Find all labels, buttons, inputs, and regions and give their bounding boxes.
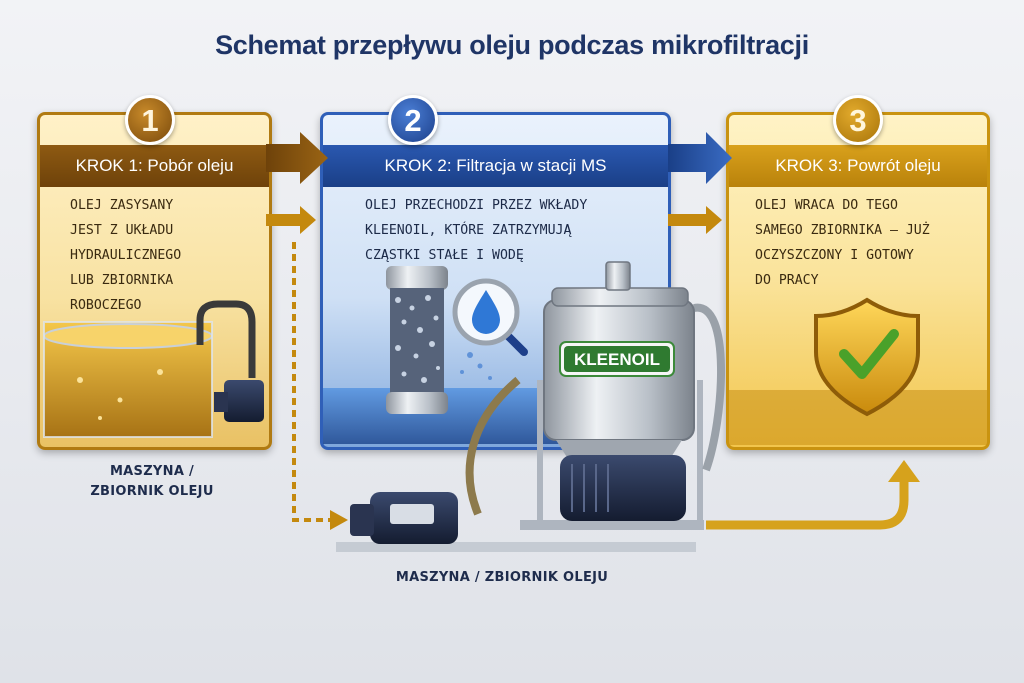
- step-1-panel: KROK 1: Pobór oleju OLEJ ZASYSANY JEST Z…: [37, 112, 272, 450]
- arrow-right-icon: [668, 132, 732, 184]
- shield-check-icon: [814, 297, 920, 417]
- water-drop-icon: [472, 290, 500, 334]
- step-1-badge: 1: [125, 95, 175, 145]
- tank-label-left: MASZYNA / ZBIORNIK OLEJU: [90, 464, 214, 499]
- step-3-label: KROK 3: Powrót oleju: [729, 145, 987, 187]
- step-1-description: OLEJ ZASYSANY JEST Z UKŁADU HYDRAULICZNE…: [70, 198, 182, 313]
- diagram-title: Schemat przepływu oleju podczas mikrofil…: [215, 30, 809, 60]
- step-2-label: KROK 2: Filtracja w stacji MS: [323, 145, 668, 187]
- pump-icon: [214, 380, 264, 422]
- filter-cartridge-icon: [386, 266, 448, 414]
- step-2-badge: 2: [388, 95, 438, 145]
- arrow-right-icon: [266, 132, 328, 184]
- filtration-station: KLEENOIL: [336, 261, 726, 552]
- step-3-badge: 3: [833, 95, 883, 145]
- step-2-description: OLEJ PRZECHODZI PRZEZ WKŁADY KLEENOIL, K…: [365, 198, 588, 263]
- pump-icon: [350, 492, 458, 544]
- oil-tank-icon: [43, 321, 213, 438]
- machine-brand-label: KLEENOIL: [574, 350, 660, 369]
- step-3-description: OLEJ WRACA DO TEGO SAMEGO ZBIORNIKA – JU…: [755, 198, 930, 288]
- tank-label-bottom: MASZYNA / ZBIORNIK OLEJU: [395, 570, 609, 585]
- step-1-label: KROK 1: Pobór oleju: [40, 145, 269, 187]
